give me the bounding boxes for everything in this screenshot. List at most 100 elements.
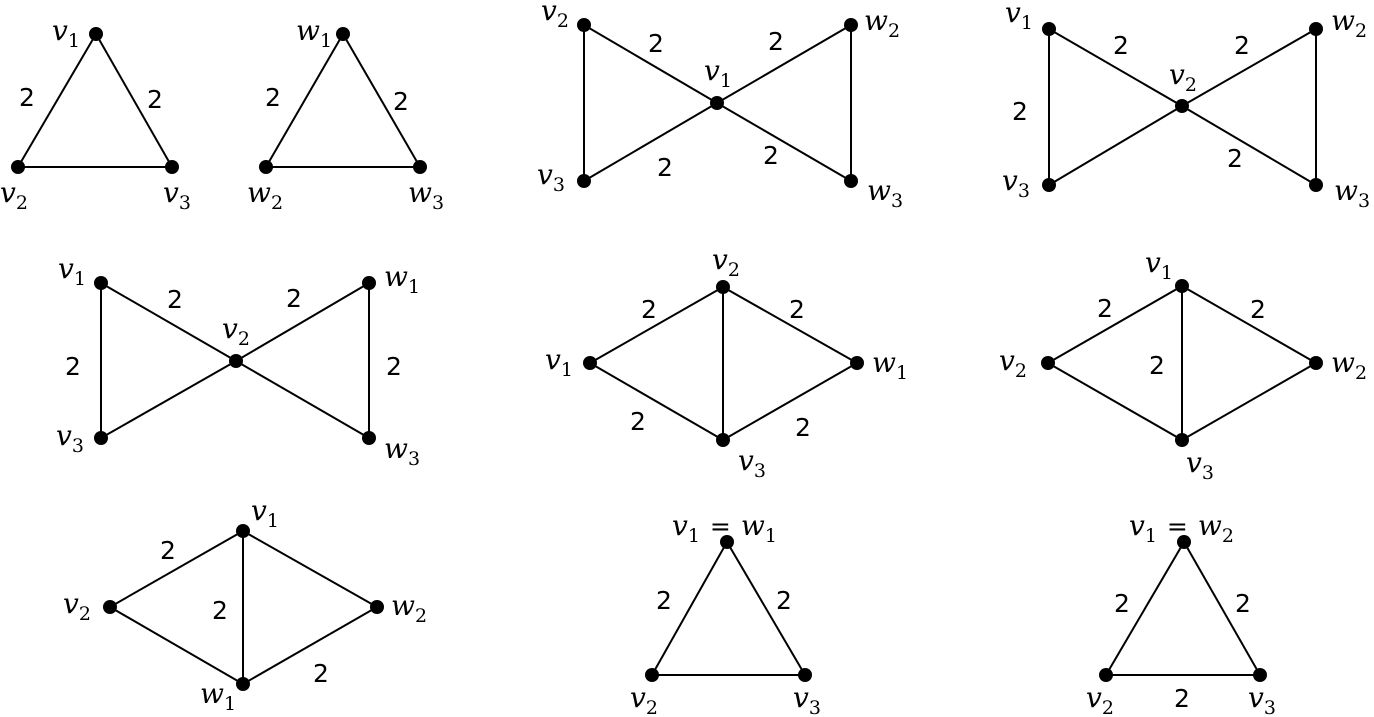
vertex-subscript: 3 (408, 448, 420, 470)
vertex-subscript: 3 (432, 192, 444, 214)
vertex-subscript: 2 (1355, 362, 1367, 384)
vertex-label: v2 (222, 312, 250, 350)
vertex-subscript: 2 (728, 259, 740, 281)
vertex-subscript: 1 (765, 525, 777, 547)
vertex-node (1042, 178, 1056, 192)
vertex-node (583, 356, 597, 370)
edge-r-b (1181, 362, 1317, 441)
vertex-node (710, 96, 724, 110)
vertex-node (1177, 535, 1191, 549)
vertex-letter: w (741, 509, 765, 542)
vertex-label: v1 (251, 494, 279, 532)
edge-weight-label: 2 (1234, 31, 1250, 60)
vertex-label: v1=w2 (1129, 509, 1234, 547)
vertex-node (11, 160, 25, 174)
edge-a-b (651, 541, 728, 676)
vertex-letter: v (0, 176, 16, 209)
edge-t-r (1181, 285, 1317, 364)
vertex-label: v3 (1002, 164, 1030, 202)
vertex-letter: v (1005, 0, 1021, 29)
vertex-node (103, 600, 117, 614)
vertex-subscript: 1 (68, 30, 80, 52)
vertex-node (336, 27, 350, 41)
vertex-subscript: 2 (1015, 360, 1027, 382)
vertex-node (798, 668, 812, 682)
vertex-subscript: 1 (267, 510, 279, 532)
edge-weight-label: 2 (630, 407, 646, 436)
vertex-label: v1 (52, 14, 80, 52)
vertex-letter: v (672, 509, 688, 542)
vertex-label: v3 (163, 176, 191, 214)
edge-weight-label: 2 (763, 141, 779, 170)
edge-weight-label: 2 (265, 83, 281, 112)
vertex-subscript: 2 (1102, 697, 1114, 717)
vertex-node (1175, 99, 1189, 113)
vertex-node (844, 18, 858, 32)
vertex-subscript: 1 (224, 693, 236, 715)
edge-weight-label: 2 (1235, 589, 1251, 618)
vertex-letter: v (545, 343, 561, 376)
vertex-subscript: 2 (888, 20, 900, 42)
vertex-letter: v (1002, 164, 1018, 197)
vertex-subscript: 1 (1021, 12, 1033, 34)
vertex-label: w1 (384, 260, 420, 298)
vertex-node (1175, 279, 1189, 293)
vertex-subscript: 1 (720, 70, 732, 92)
edge-c-br (1181, 105, 1317, 186)
edge-weight-label: 2 (776, 586, 792, 615)
vertex-letter: v (630, 681, 646, 714)
edge-weight-label: 2 (19, 83, 35, 112)
vertex-label: v1 (704, 54, 732, 92)
vertex-subscript: 3 (1264, 697, 1276, 717)
edge-bl-c (583, 102, 718, 182)
vertex-letter: w (1331, 4, 1355, 37)
vertex-label: v2 (1086, 681, 1114, 717)
edge-r-b (722, 362, 858, 441)
edge-l-b (589, 362, 724, 441)
vertex-node (1253, 668, 1267, 682)
graph-triangle-v1-eq-w2: 2 2 2 v1=w2 v2 v3 (1086, 509, 1276, 717)
vertex-subscript: 2 (557, 10, 569, 32)
vertex-subscript: 2 (16, 192, 28, 214)
edge-weight-label: 2 (1174, 684, 1190, 713)
vertex-subscript: 3 (891, 190, 903, 212)
vertex-subscript: 3 (809, 697, 821, 717)
vertex-letter: v (738, 444, 754, 477)
vertex-letter: v (999, 344, 1015, 377)
vertex-letter: w (384, 260, 408, 293)
vertex-letter: w (408, 176, 432, 209)
vertex-letter: v (58, 252, 74, 285)
vertex-node (89, 27, 103, 41)
edge-c-tr (1181, 28, 1317, 107)
vertex-node (236, 677, 250, 691)
edge-weight-label: 2 (1149, 351, 1165, 380)
vertex-subscript: 1 (896, 362, 908, 384)
vertex-letter: w (1331, 346, 1355, 379)
vertex-node (720, 535, 734, 549)
vertex-letter: v (251, 494, 267, 527)
vertex-node (645, 668, 659, 682)
vertex-label: v3 (793, 681, 821, 717)
vertex-label: v2 (999, 344, 1027, 382)
vertex-node (716, 433, 730, 447)
edge-weight-label: 2 (657, 153, 673, 182)
vertex-label: v1 (1005, 0, 1033, 34)
vertex-letter: v (63, 587, 79, 620)
vertex-letter: v (222, 312, 238, 345)
edge-weight-label: 2 (1227, 144, 1243, 173)
vertex-letter: w (867, 174, 891, 207)
vertex-label: w3 (408, 176, 444, 214)
vertex-label: w1 (296, 14, 332, 52)
vertex-node (94, 431, 108, 445)
vertex-label: v3 (1248, 681, 1276, 717)
vertex-label: w2 (864, 4, 900, 42)
vertex-label: v3 (1186, 446, 1214, 484)
vertex-subscript: 1 (561, 359, 573, 381)
vertex-label: w3 (1334, 174, 1370, 212)
vertex-letter: w (200, 677, 224, 710)
edge-c-br (716, 102, 852, 182)
vertex-letter: v (1169, 58, 1185, 91)
